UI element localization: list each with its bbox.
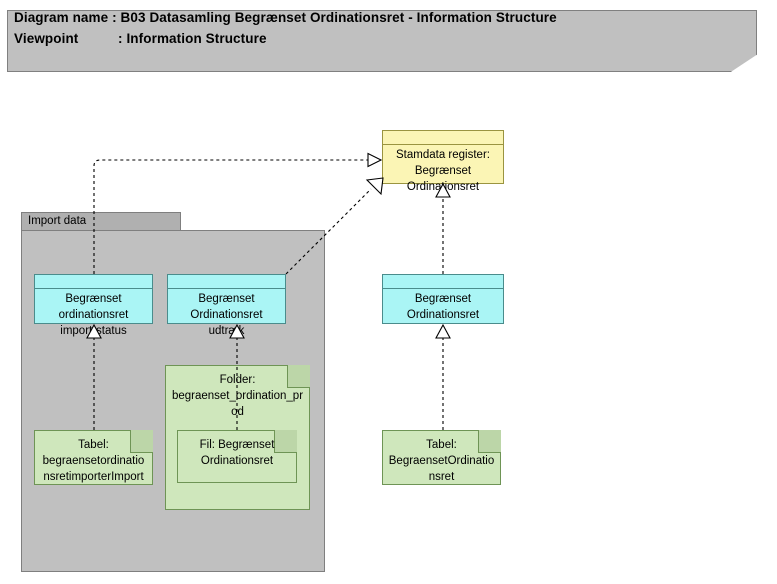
artifact-label: Tabel: begraensetordinatio nsretimporter… (42, 439, 145, 483)
node-begraenset-ordinationsret-udtraek[interactable]: Begrænset Ordinationsret udtræk (167, 274, 286, 337)
node-label: Begrænset Ordinationsret (406, 293, 480, 321)
package-tab: Import data (21, 212, 181, 231)
node-header-strip (168, 275, 285, 289)
link-tabel-bo-to-begraensetordinationsret (435, 323, 451, 430)
artifact-tabel-begraensetordinationsretimporterimport[interactable]: Tabel: begraensetordinatio nsretimporter… (34, 430, 153, 485)
node-label: Stamdata register: Begrænset Ordinations… (396, 149, 490, 193)
folded-corner-icon (130, 430, 153, 453)
node-label: Begrænset ordinationsret import-status (58, 293, 129, 337)
package-name-label: Import data (28, 215, 87, 227)
diagram-name-line: Diagram name : B03 Datasamling Begrænset… (14, 10, 557, 25)
diagram-name-value: B03 Datasamling Begrænset Ordinationsret… (120, 10, 557, 25)
viewpoint-value: Information Structure (126, 31, 267, 46)
artifact-label: Folder: begraenset_ordination_pr od (171, 374, 304, 418)
folded-corner-icon (274, 430, 297, 453)
artifact-fil-begraenset-ordinationsret[interactable]: Fil: Begrænset Ordinationsret (177, 430, 297, 483)
artifact-tabel-begraensetordinationsret[interactable]: Tabel: BegraensetOrdinatio nsret (382, 430, 501, 485)
node-begraenset-ordinationsret-import-status[interactable]: Begrænset ordinationsret import-status (34, 274, 153, 337)
node-begraenset-ordinationsret[interactable]: Begrænset Ordinationsret (382, 274, 504, 324)
diagram-title-banner (7, 10, 757, 72)
viewpoint-separator: : (118, 31, 127, 46)
node-header-strip (383, 131, 503, 145)
viewpoint-label: Viewpoint (14, 31, 79, 46)
node-header-strip (35, 275, 152, 289)
artifact-label: Tabel: BegraensetOrdinatio nsret (388, 439, 495, 483)
artifact-label: Fil: Begrænset Ordinationsret (199, 439, 275, 467)
folded-corner-icon (478, 430, 501, 453)
node-label: Begrænset Ordinationsret udtræk (190, 293, 263, 337)
diagram-name-label: Diagram name : (14, 10, 117, 25)
link-begraensetordinationsret-to-register (435, 182, 451, 274)
node-stamdata-register-begraenset-ordinationsret[interactable]: Stamdata register: Begrænset Ordinations… (382, 130, 504, 193)
node-header-strip (383, 275, 503, 289)
viewpoint-line: Viewpoint: Information Structure (14, 31, 267, 46)
folded-corner-icon (287, 365, 310, 388)
